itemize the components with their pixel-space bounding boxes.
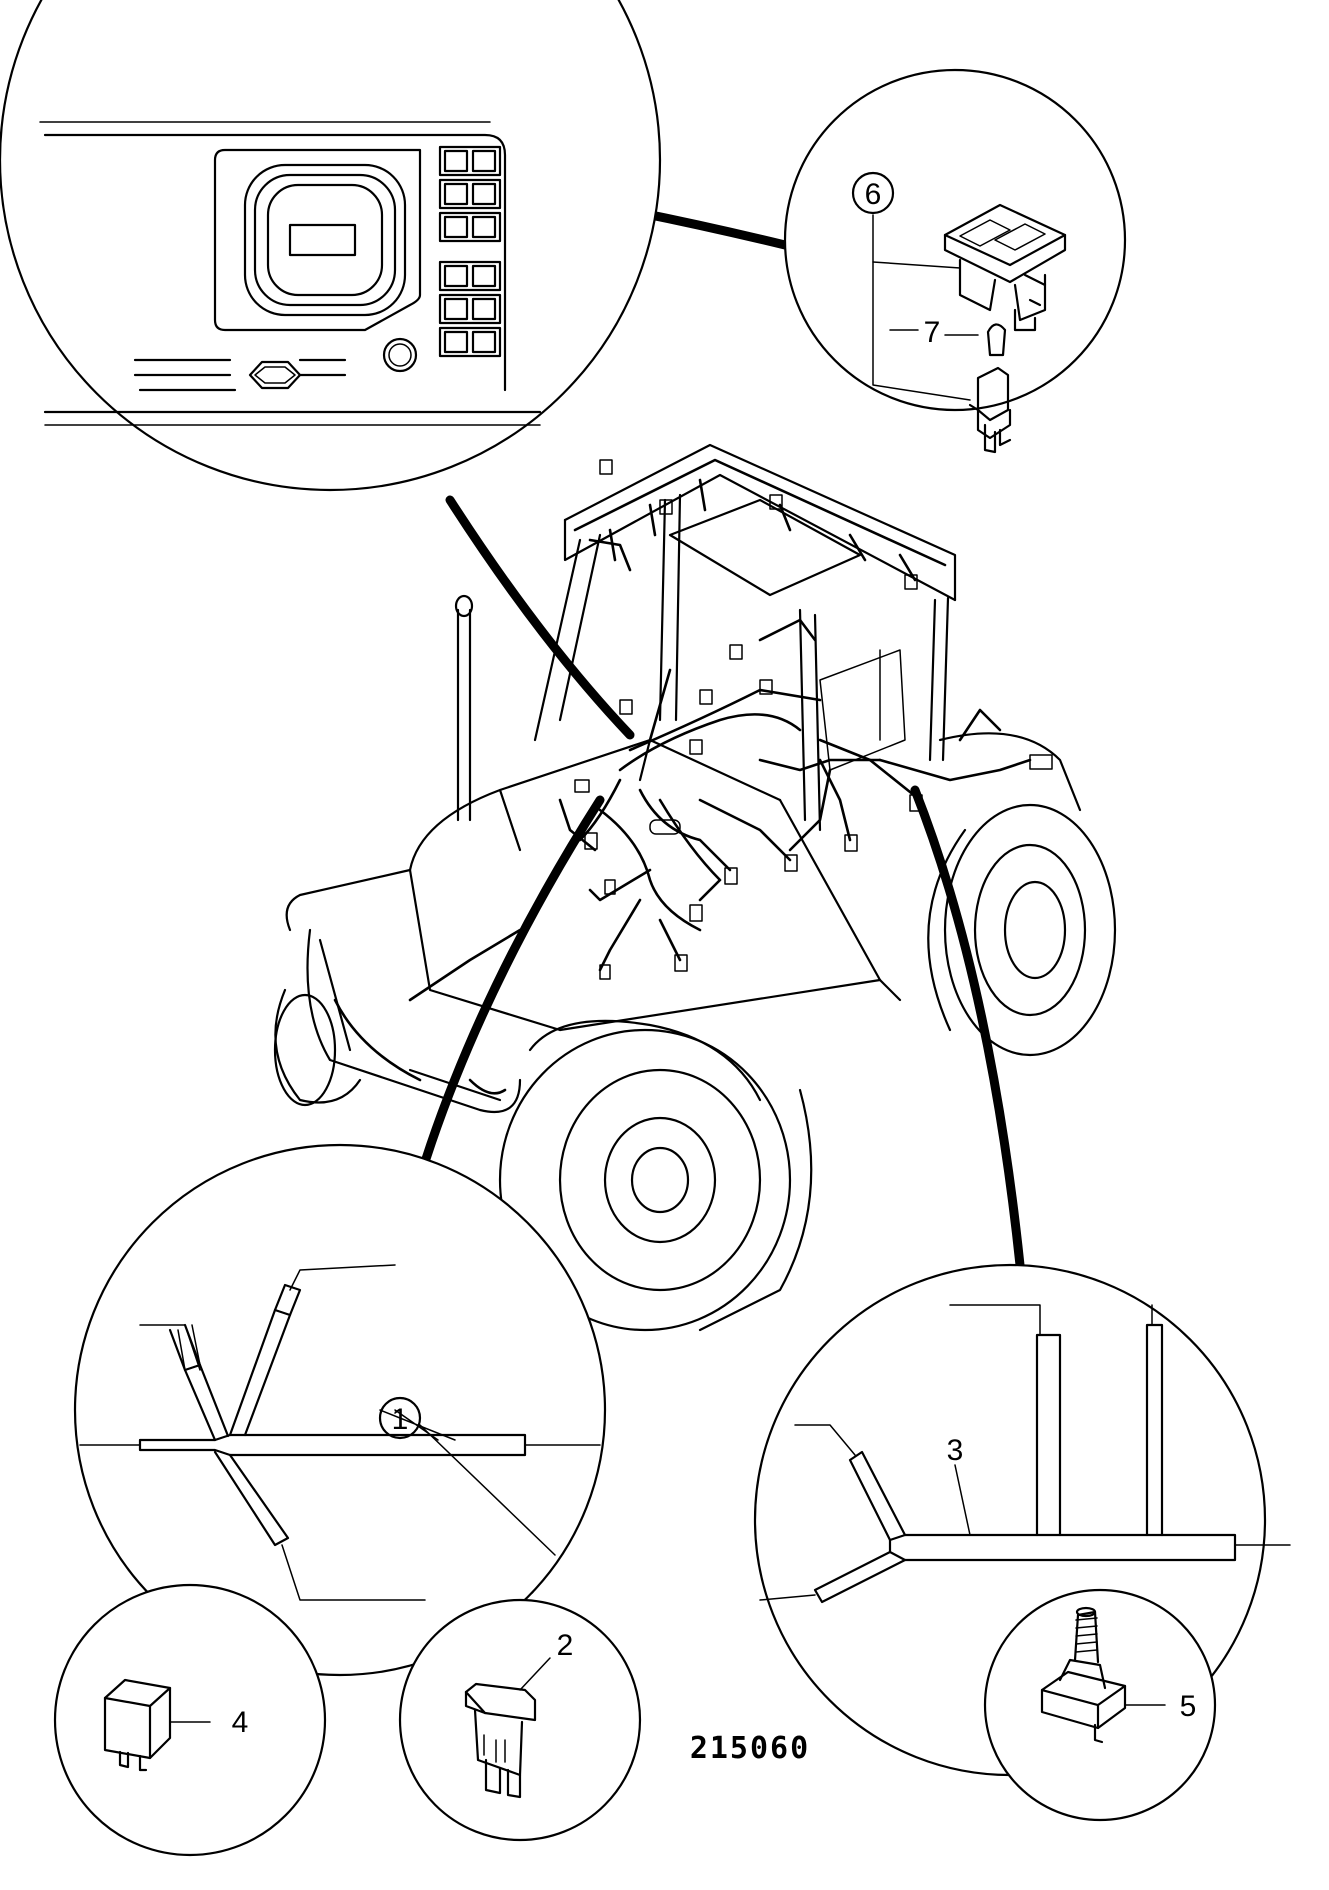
leader-tractor-to-right-detail bbox=[910, 785, 1025, 1270]
detail-circle-fuse: 2 bbox=[398, 1598, 642, 1842]
detail-circle-relay: 4 bbox=[53, 1583, 327, 1857]
leader-dash-to-tractor bbox=[445, 495, 635, 740]
detail-circle-rocker-switch: 6 7 bbox=[783, 68, 1127, 454]
callout-3-label: 3 bbox=[947, 1434, 964, 1467]
callout-4-label: 4 bbox=[232, 1706, 249, 1739]
callout-7-label: 7 bbox=[924, 316, 941, 349]
callout-1-label: 1 bbox=[392, 1403, 409, 1436]
detail-circle-dashboard bbox=[0, 0, 662, 492]
detail-circle-stud-terminal: 5 bbox=[983, 1588, 1217, 1822]
callout-2-label: 2 bbox=[557, 1629, 574, 1662]
figure-code: 215060 bbox=[690, 1731, 810, 1766]
callout-6-circle bbox=[851, 171, 895, 215]
detail-circle-harness-left: 1 bbox=[73, 1143, 607, 1677]
tractor-drawing bbox=[273, 443, 1117, 1332]
callout-1-circle bbox=[378, 1396, 422, 1440]
callout-5-label: 5 bbox=[1180, 1690, 1197, 1723]
callout-6-label: 6 bbox=[865, 178, 882, 211]
